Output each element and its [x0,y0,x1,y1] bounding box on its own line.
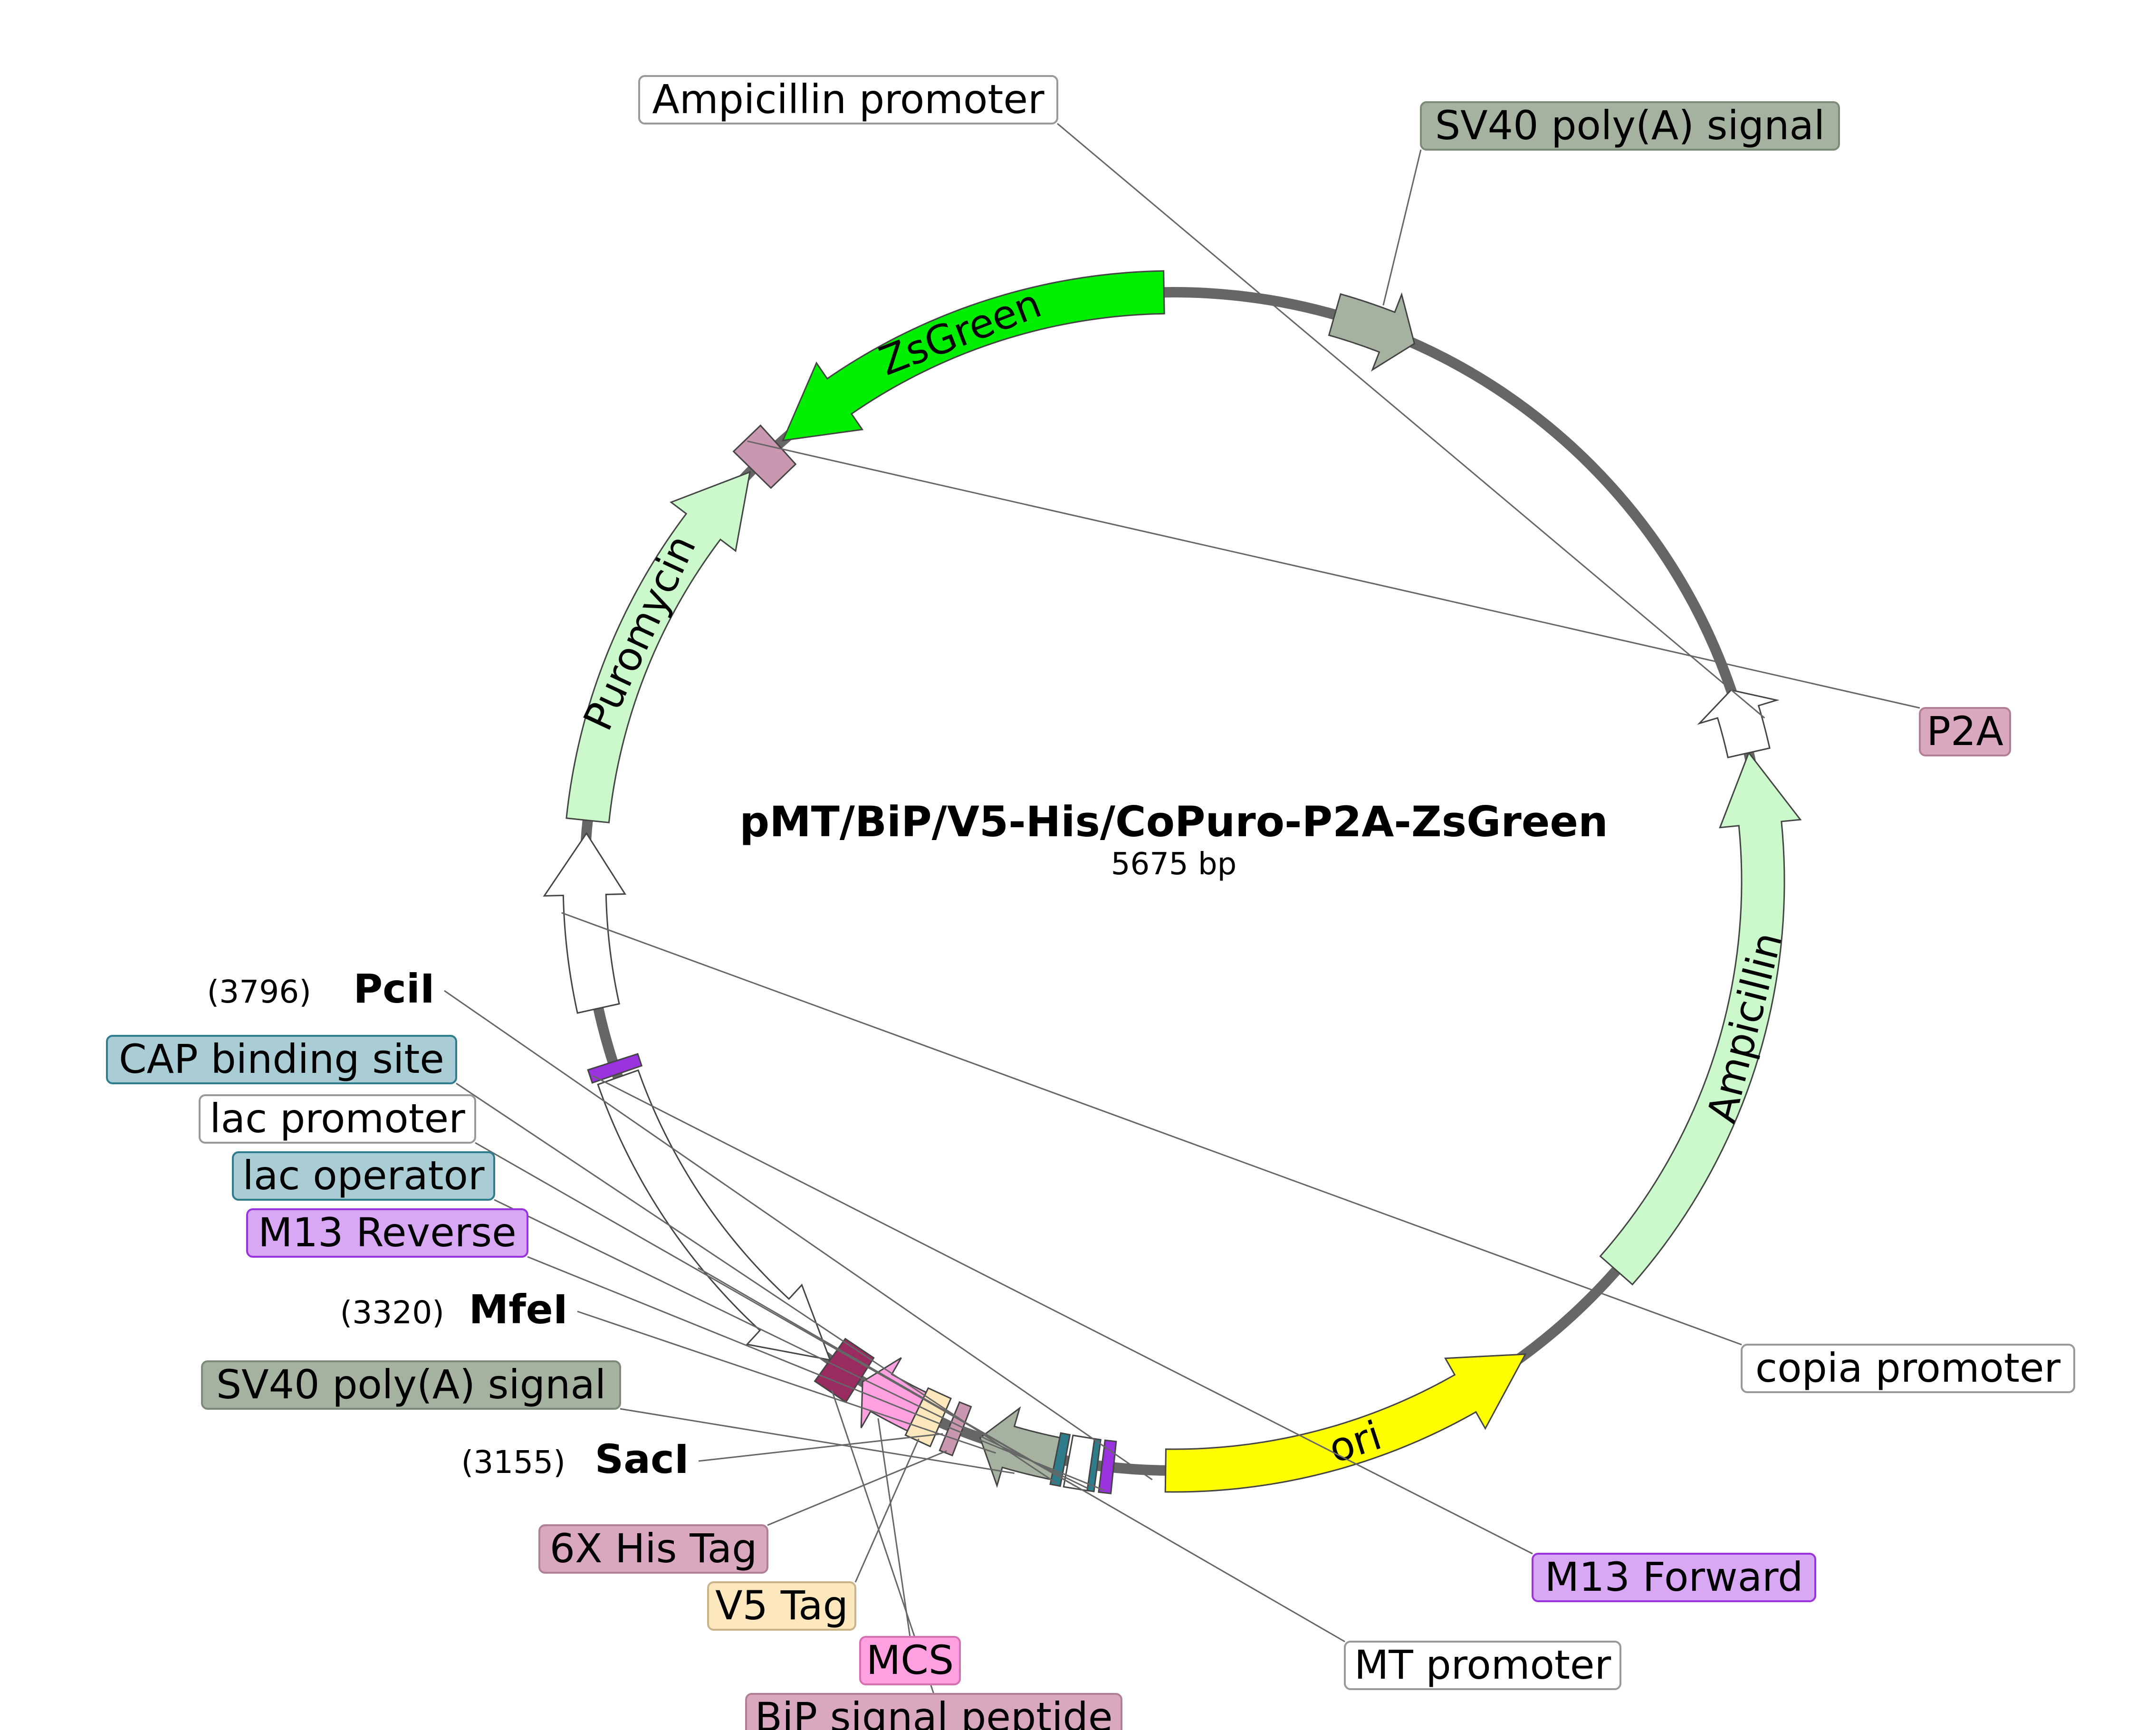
label-m13f: M13 Forward [1545,1554,1803,1600]
enzyme-name-saci: SacI [595,1436,689,1482]
plasmid-length: 5675 bp [1111,847,1236,882]
label-v5: V5 Tag [715,1582,848,1629]
label-mcs: MCS [866,1637,954,1683]
feature-ori [1164,1353,1527,1493]
leader-p2a [747,440,1920,709]
leader-mcs [877,1418,911,1637]
feature-m13r [1098,1439,1117,1494]
enzyme-position-saci: (3155) [461,1444,565,1481]
leader-cap [456,1082,1057,1484]
leader-m13f [592,1075,1533,1555]
feature-sv40-top [1328,292,1416,372]
label-cap: CAP binding site [119,1036,444,1082]
leader-his [767,1450,948,1526]
label-mt-promoter: MT promoter [1354,1642,1611,1688]
label-box-mcs [859,1636,961,1685]
feature-ampicillin [1599,751,1802,1286]
label-box-his [538,1524,768,1574]
label-lacpro: lac promoter [210,1095,465,1142]
label-lacop: lac operator [243,1152,485,1199]
label-bip: BiP signal peptide [755,1694,1112,1730]
feature-m13f [587,1053,643,1084]
label-box-copia [1741,1344,2075,1393]
leaders-layer [444,123,1920,1694]
feature-label-ampicillin: Ampicillin [1698,927,1791,1127]
label-box-lacpro [199,1094,476,1144]
label-his: 6X His Tag [550,1525,757,1572]
label-sv40-top: SV40 poly(A) signal [1435,102,1825,149]
label-box-bip [745,1693,1122,1730]
plasmid-title: pMT/BiP/V5-His/CoPuro-P2A-ZsGreen [739,797,1608,846]
feature-label-zsgreen: ZsGreen [873,280,1047,384]
feature-mt-promoter [597,1069,832,1361]
label-box-amp-promoter [638,75,1058,124]
enzyme-position-mfei: (3320) [340,1294,444,1331]
leader-sv40-bottom [620,1408,1015,1474]
label-box-cap [106,1035,457,1084]
enzyme-leader-mfei [577,1310,997,1454]
leader-amp-promoter [1057,123,1765,719]
leader-copia [561,912,1742,1346]
feature-amp-promoter [1697,689,1780,758]
feature-v5 [904,1387,952,1448]
label-p2a: P2A [1926,708,2003,755]
enzyme-name-mfei: MfeI [469,1286,568,1333]
enzyme-leader-pcii [444,990,1153,1481]
label-box-m13r [246,1208,528,1258]
label-amp-promoter: Ampicillin promoter [652,76,1044,123]
feature-zsgreen [782,270,1165,441]
leader-sv40-top [1382,149,1422,306]
label-box-sv40-bottom [201,1360,621,1410]
label-copia: copia promoter [1755,1345,2061,1391]
leader-v5 [854,1438,920,1583]
enzyme-position-pcii: (3796) [207,974,311,1010]
label-box-v5 [707,1581,856,1631]
label-box-mt-promoter [1344,1641,1621,1690]
label-box-m13f [1532,1553,1816,1602]
feature-puromycin [565,471,751,823]
label-box-lacop [232,1151,495,1201]
leader-lacop [494,1199,1088,1489]
label-box-p2a [1919,707,2011,756]
feature-label-puromycin: Puromycin [574,528,705,737]
label-m13r: M13 Reverse [258,1209,517,1256]
label-box-sv40-top [1420,101,1840,151]
enzyme-name-pcii: PciI [354,965,435,1012]
label-sv40-bottom: SV40 poly(A) signal [216,1361,606,1408]
feature-copia [543,832,626,1014]
enzyme-leader-saci [698,1433,943,1462]
